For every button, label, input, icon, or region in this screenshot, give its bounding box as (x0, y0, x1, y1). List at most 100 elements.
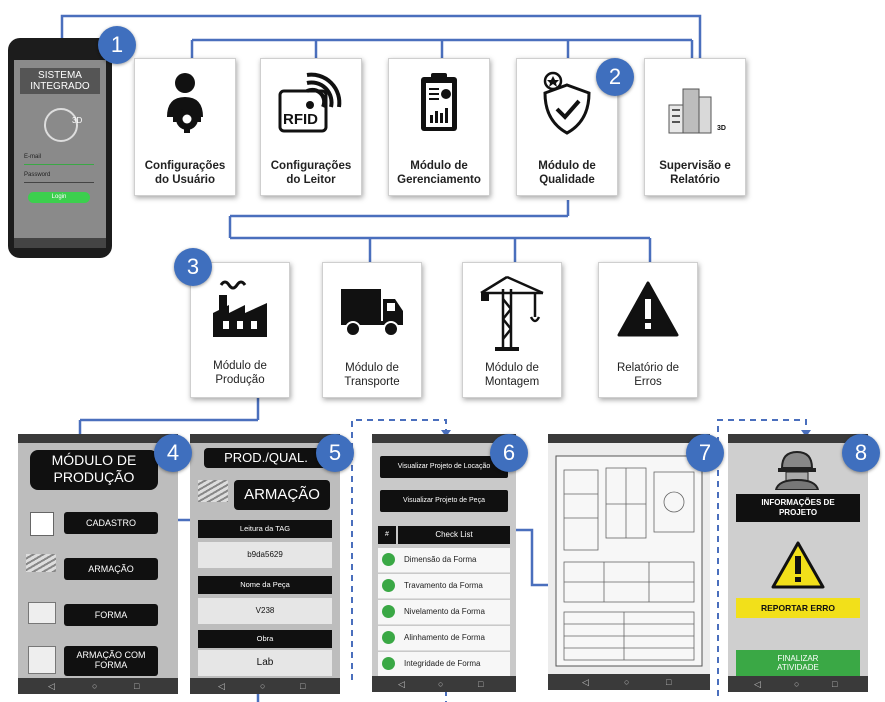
card-label: Módulo de Transporte (344, 362, 400, 388)
checklist-item[interactable]: Travamento da Forma (378, 574, 510, 599)
status-bar (548, 434, 710, 443)
armacao-com-forma-button[interactable]: ARMAÇÃO COM FORMA (64, 646, 158, 676)
card-management[interactable]: Módulo de Gerenciamento (388, 58, 490, 196)
card-label: Módulo de Produção (213, 360, 267, 386)
checklist-screen: Visualizar Projeto de Locação Visualizar… (372, 434, 516, 692)
drawing-screen: ◁○□ (548, 434, 710, 690)
project-info-screen: INFORMAÇÕES DE PROJETO REPORTAR ERRO FIN… (728, 434, 868, 692)
report-error-button[interactable]: REPORTAR ERRO (736, 598, 860, 618)
step-badge-8: 8 (842, 434, 880, 472)
card-label: Relatório de Erros (616, 362, 679, 388)
screen-title: MÓDULO DE PRODUÇÃO (30, 450, 158, 490)
screen-title: INFORMAÇÕES DE PROJETO (736, 494, 860, 522)
cadastro-icon (30, 512, 54, 536)
card-label: Módulo de Montagem (484, 362, 540, 388)
checklist-hash: # (378, 526, 396, 544)
nav-bar: ◁○□ (548, 674, 710, 690)
view-piece-button[interactable]: Visualizar Projeto de Peça (380, 490, 508, 512)
clipboard-chart-icon (421, 73, 457, 131)
checklist-item[interactable]: Integridade de Forma (378, 652, 510, 677)
rfid-icon (278, 72, 342, 133)
card-label: Supervisão e Relatório (659, 160, 731, 186)
field-label: Nome da Peça (198, 576, 332, 594)
card-label: Módulo de Gerenciamento (397, 160, 481, 186)
status-bar (372, 434, 516, 443)
nav-bar: ◁○□ (372, 676, 516, 692)
step-badge-7: 7 (686, 434, 724, 472)
card-error-report[interactable]: Relatório de Erros (598, 262, 698, 398)
card-assembly[interactable]: Módulo de Montagem (462, 262, 562, 398)
view-location-button[interactable]: Visualizar Projeto de Locação (380, 456, 508, 478)
warning-icon (771, 541, 825, 589)
step-badge-2: 2 (596, 58, 634, 96)
logo-3d-text: 3D (72, 116, 83, 125)
tag-value: b9da5629 (198, 542, 332, 568)
card-label: Configurações do Usuário (144, 160, 226, 186)
login-title: SISTEMA INTEGRADO (20, 68, 100, 94)
prod-qual-screen: PROD./QUAL. ARMAÇÃO Leitura da TAG b9da5… (190, 434, 340, 694)
card-supervision[interactable]: 3D Supervisão e Relatório (644, 58, 746, 196)
checklist-item-label: Alinhamento de Forma (404, 633, 485, 642)
truck-icon (341, 289, 403, 337)
step-badge-1: 1 (98, 26, 136, 64)
production-screen: MÓDULO DE PRODUÇÃO CADASTRO ARMAÇÃO FORM… (18, 434, 178, 694)
checklist-item-label: Travamento da Forma (404, 581, 483, 590)
password-field[interactable] (24, 182, 94, 183)
nav-bar: ◁○□ (18, 678, 178, 694)
check-icon (382, 657, 395, 670)
worker-helmet-icon (774, 450, 820, 490)
field-label: Obra (198, 630, 332, 648)
armacao-icon (198, 480, 228, 502)
card-production[interactable]: Módulo de Produção (190, 262, 290, 398)
piece-name-value: V238 (198, 598, 332, 624)
card-reader-settings[interactable]: RFID Configurações do Leitor (260, 58, 362, 196)
logo-circle (44, 108, 78, 142)
nav-bar: ◁○□ (190, 678, 340, 694)
section-heading: ARMAÇÃO (234, 480, 330, 510)
card-user-settings[interactable]: Configurações do Usuário (134, 58, 236, 196)
screen-title: PROD./QUAL. (204, 448, 328, 468)
checklist-header: Check List (398, 526, 510, 544)
forma-icon (28, 602, 56, 624)
checklist-item[interactable]: Nivelamento da Forma (378, 600, 510, 625)
crane-icon (480, 275, 544, 351)
checklist-item[interactable]: Alinhamento de Forma (378, 626, 510, 651)
factory-icon (213, 280, 267, 337)
step-badge-4: 4 (154, 434, 192, 472)
step-badge-6: 6 (490, 434, 528, 472)
step-badge-3: 3 (174, 248, 212, 286)
checklist-item-label: Nivelamento da Forma (404, 607, 485, 616)
quality-badge-icon (543, 71, 591, 135)
armacao-forma-icon (28, 646, 56, 674)
armacao-button[interactable]: ARMAÇÃO (64, 558, 158, 580)
status-bar (190, 434, 340, 443)
check-icon (382, 631, 395, 644)
building-3d-icon (668, 88, 712, 134)
field-label: Leitura da TAG (198, 520, 332, 538)
login-phone: SISTEMA INTEGRADO 3D E-mail Password Log… (8, 38, 112, 258)
forma-button[interactable]: FORMA (64, 604, 158, 626)
checklist-item[interactable]: Dimensão da Forma (378, 548, 510, 573)
check-icon (382, 605, 395, 618)
rfid-icon-text: RFID (283, 111, 318, 128)
obra-value: Lab (198, 650, 332, 676)
nav-bar: ◁○□ (728, 676, 868, 692)
email-field[interactable] (24, 164, 94, 165)
step-badge-5: 5 (316, 434, 354, 472)
status-bar (18, 434, 178, 443)
warning-icon (617, 281, 679, 337)
login-button[interactable]: Login (28, 192, 90, 203)
finish-activity-button[interactable]: FINALIZAR ATIVIDADE (736, 650, 860, 676)
check-icon (382, 579, 395, 592)
phone-home-bar (14, 238, 106, 248)
check-icon (382, 553, 395, 566)
card-transport[interactable]: Módulo de Transporte (322, 262, 422, 398)
card-label: Módulo de Qualidade (538, 160, 596, 186)
cadastro-button[interactable]: CADASTRO (64, 512, 158, 534)
email-label: E-mail (24, 154, 42, 160)
status-bar (728, 434, 868, 443)
armacao-icon (26, 554, 56, 572)
checklist-item-label: Integridade de Forma (404, 659, 481, 668)
building-3d-text: 3D (717, 125, 726, 132)
